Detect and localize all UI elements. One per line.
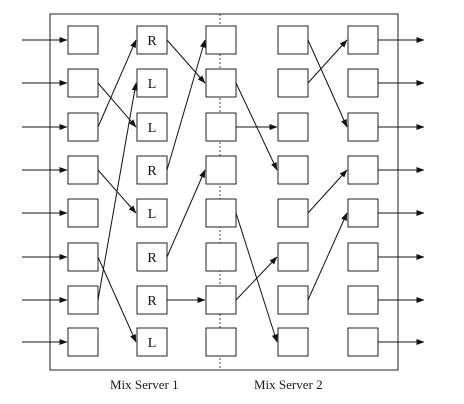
connection-arrow — [307, 39, 348, 128]
mix-node-box — [347, 25, 379, 55]
mix-node-box: L — [136, 327, 168, 357]
mix-node-box — [205, 285, 237, 315]
mix-node-box: R — [136, 155, 168, 185]
mix-node-box — [277, 155, 309, 185]
mix-node-box — [67, 68, 99, 98]
node-direction-label: R — [147, 34, 157, 49]
mix-node-box: R — [136, 25, 168, 55]
mix-node-box — [277, 25, 309, 55]
mix-node-box — [347, 327, 379, 357]
connection-arrow — [307, 169, 348, 214]
mix-node-box — [67, 25, 99, 55]
node-direction-label: R — [147, 251, 157, 266]
mix-node-box — [67, 155, 99, 185]
mix-node-box: R — [136, 285, 168, 315]
mix-node-box: L — [136, 198, 168, 228]
connection-arrow — [97, 39, 137, 128]
mix-node-box — [205, 198, 237, 228]
connection-arrow — [97, 256, 137, 343]
mix-node-box — [205, 242, 237, 272]
mix-node-box — [205, 68, 237, 98]
mix-node-box — [205, 155, 237, 185]
mix-node-box — [347, 198, 379, 228]
mix-server-1-label: Mix Server 1 — [110, 377, 179, 392]
mix-node-box — [205, 112, 237, 142]
mix-node-box: L — [136, 68, 168, 98]
node-direction-label: L — [148, 77, 157, 92]
mix-node-box — [347, 285, 379, 315]
connection-layer — [22, 37, 425, 345]
mix-node-box — [277, 68, 309, 98]
mix-node-box — [347, 68, 379, 98]
mix-node-box — [277, 112, 309, 142]
mix-node-box — [205, 327, 237, 357]
mix-node-box — [67, 112, 99, 142]
connection-arrow — [307, 39, 348, 84]
connection-arrow — [307, 212, 348, 301]
mix-node-box — [67, 327, 99, 357]
mix-node-box — [347, 242, 379, 272]
connection-arrow — [235, 212, 278, 343]
mix-node-box — [67, 242, 99, 272]
node-direction-label: R — [147, 164, 157, 179]
mix-node-box: L — [136, 112, 168, 142]
connection-arrow — [166, 169, 206, 258]
mix-node-box: R — [136, 242, 168, 272]
node-layer: R L L R L R R L — [67, 25, 379, 357]
node-direction-label: R — [147, 294, 157, 309]
mix-node-box — [67, 285, 99, 315]
mix-node-box — [277, 327, 309, 357]
connection-arrow — [166, 39, 206, 84]
node-direction-label: L — [148, 207, 157, 222]
mix-node-box — [277, 285, 309, 315]
mix-node-box — [277, 242, 309, 272]
mix-node-box — [347, 155, 379, 185]
mix-node-box — [205, 25, 237, 55]
mix-node-box — [277, 198, 309, 228]
connection-arrow — [166, 39, 206, 171]
mix-node-box — [67, 198, 99, 228]
mix-server-2-label: Mix Server 2 — [254, 377, 323, 392]
node-direction-label: L — [148, 121, 157, 136]
connection-arrow — [97, 82, 137, 128]
connection-arrow — [97, 82, 138, 301]
mix-node-box — [347, 112, 379, 142]
mix-network-frame — [49, 13, 399, 371]
connection-arrow — [235, 256, 278, 301]
node-direction-label: L — [148, 336, 157, 351]
